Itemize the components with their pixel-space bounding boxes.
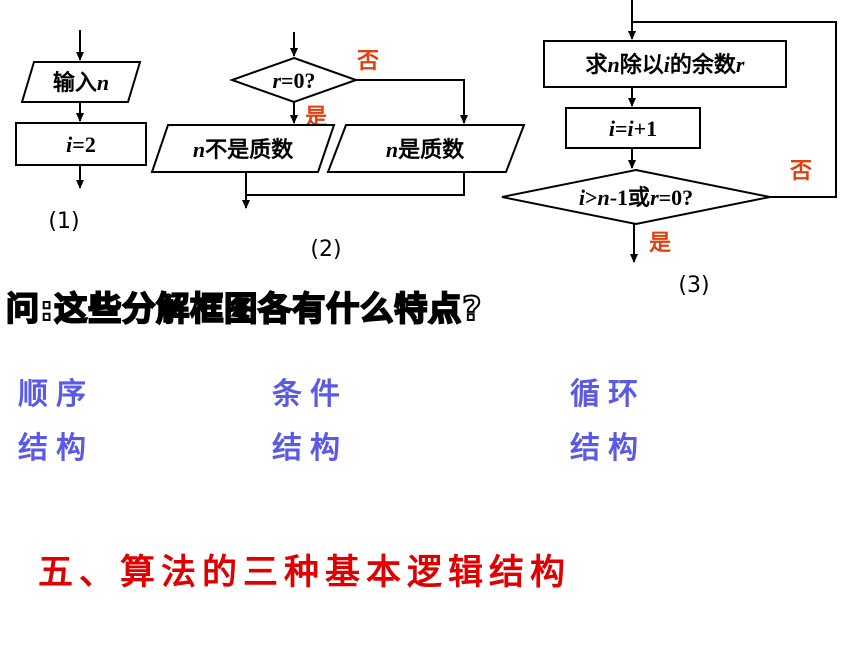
caption-1: (1)	[48, 209, 79, 234]
caption-2: (2)	[310, 237, 341, 262]
structure-loop-line2: 结构	[570, 431, 646, 466]
structure-condition-line2: 结构	[272, 431, 348, 466]
caption-3: (3)	[678, 273, 709, 298]
not-prime-parallelogram	[150, 124, 336, 173]
no-branch-line	[356, 79, 468, 124]
assign-box-text: i=2	[66, 132, 96, 157]
loop-no-label: 否	[789, 159, 812, 184]
question-text: 问:这些分解框图各有什么特点?	[5, 288, 483, 329]
structure-loop-line1: 循环	[570, 377, 646, 412]
structure-loop: 循环 结构	[570, 368, 646, 476]
structure-sequence: 顺序 结构	[18, 368, 94, 476]
loop-condition-text: i>n-1或r=0?	[579, 185, 693, 210]
structure-condition-line1: 条件	[272, 377, 348, 412]
input-parallelogram	[20, 61, 142, 103]
increment-box-text: i=i+1	[609, 116, 657, 141]
condition-flowchart: r=0? 否 是 n不是质数 n是质数 (2)	[150, 32, 526, 262]
no-label: 否	[356, 49, 379, 74]
section-heading: 五、算法的三种基本逻辑结构	[38, 553, 572, 593]
remainder-box	[543, 40, 787, 88]
input-box-text: 输入n	[53, 70, 109, 95]
remainder-box-text: 求n除以i的余数r	[586, 52, 745, 77]
not-prime-text: n不是质数	[193, 137, 294, 162]
structure-condition: 条件 结构	[272, 368, 348, 476]
sequence-flowchart: 输入n i=2 (1)	[15, 30, 147, 234]
is-prime-text: n是质数	[386, 137, 465, 162]
is-prime-parallelogram	[326, 124, 526, 173]
structure-sequence-line2: 结构	[18, 431, 94, 466]
yes-label: 是	[305, 105, 327, 130]
condition-test-text: r=0?	[272, 68, 315, 93]
loop-flowchart: 求n除以i的余数r i=i+1 i>n-1或r=0? 否 是 (3)	[501, 0, 837, 298]
loop-back-line	[632, 21, 837, 198]
increment-box	[565, 107, 701, 149]
is-prime-join-line	[246, 172, 465, 196]
loop-yes-label: 是	[649, 231, 671, 256]
loop-condition-diamond	[501, 168, 771, 226]
structure-sequence-line1: 顺序	[18, 377, 94, 412]
